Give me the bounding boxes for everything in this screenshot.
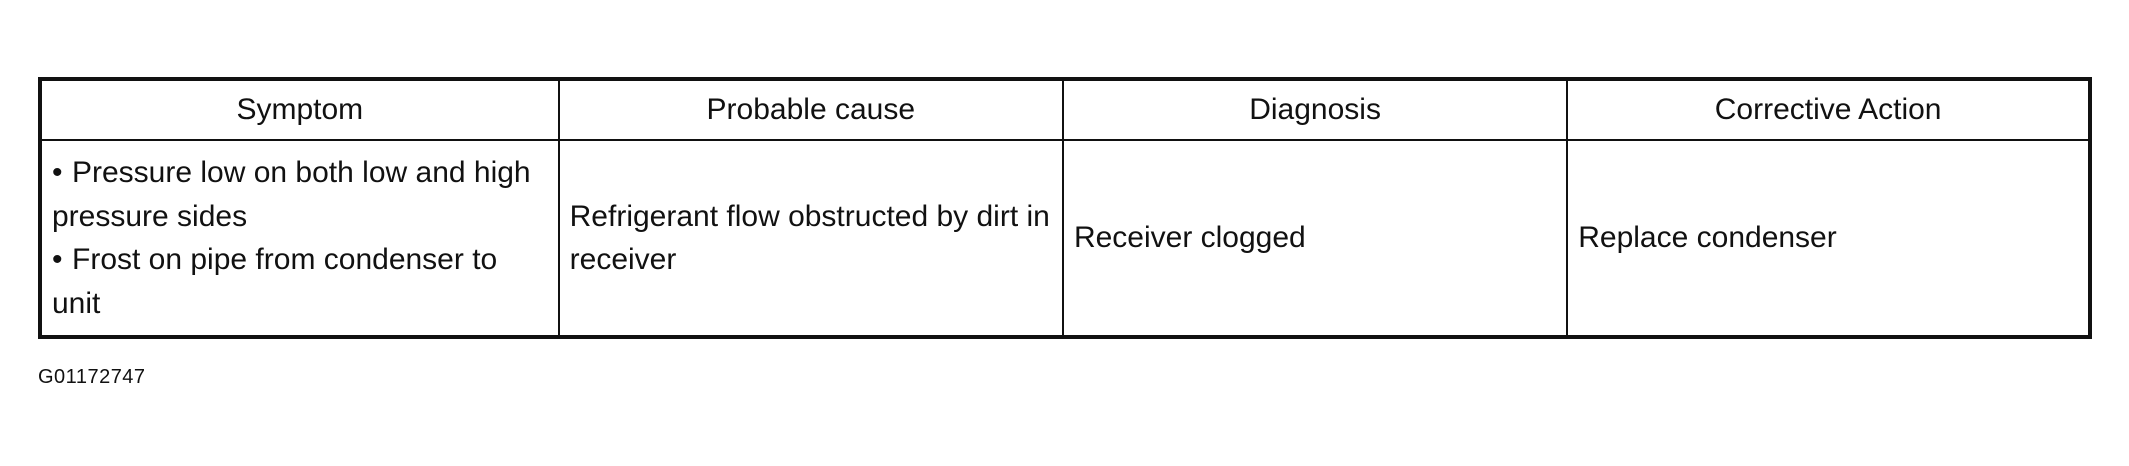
column-header-diagnosis: Diagnosis — [1061, 78, 1569, 141]
cell-probable-cause: Refrigerant flow obstructed by dirt in r… — [557, 139, 1064, 338]
table-header-row: Symptom Probable cause Diagnosis Correct… — [39, 78, 2091, 141]
symptom-item: •Pressure low on both low and high press… — [52, 151, 548, 238]
column-header-probable-cause: Probable cause — [557, 78, 1064, 141]
symptom-text: Frost on pipe from condenser to unit — [52, 243, 498, 320]
diagnosis-table: Symptom Probable cause Diagnosis Correct… — [38, 77, 2092, 339]
figure-code: G01172747 — [38, 366, 146, 388]
cell-symptom: •Pressure low on both low and high press… — [39, 139, 560, 338]
table-row: •Pressure low on both low and high press… — [39, 139, 2091, 338]
bullet-icon: • — [52, 243, 63, 276]
diagnosis-table-container: Symptom Probable cause Diagnosis Correct… — [38, 77, 2092, 339]
bullet-icon: • — [52, 156, 63, 189]
cell-diagnosis: Receiver clogged — [1061, 139, 1569, 338]
symptom-item: •Frost on pipe from condenser to unit — [52, 238, 548, 325]
column-header-corrective-action: Corrective Action — [1566, 78, 2091, 141]
symptom-text: Pressure low on both low and high pressu… — [52, 156, 531, 233]
column-header-symptom: Symptom — [39, 78, 560, 141]
cell-corrective-action: Replace condenser — [1566, 139, 2091, 338]
